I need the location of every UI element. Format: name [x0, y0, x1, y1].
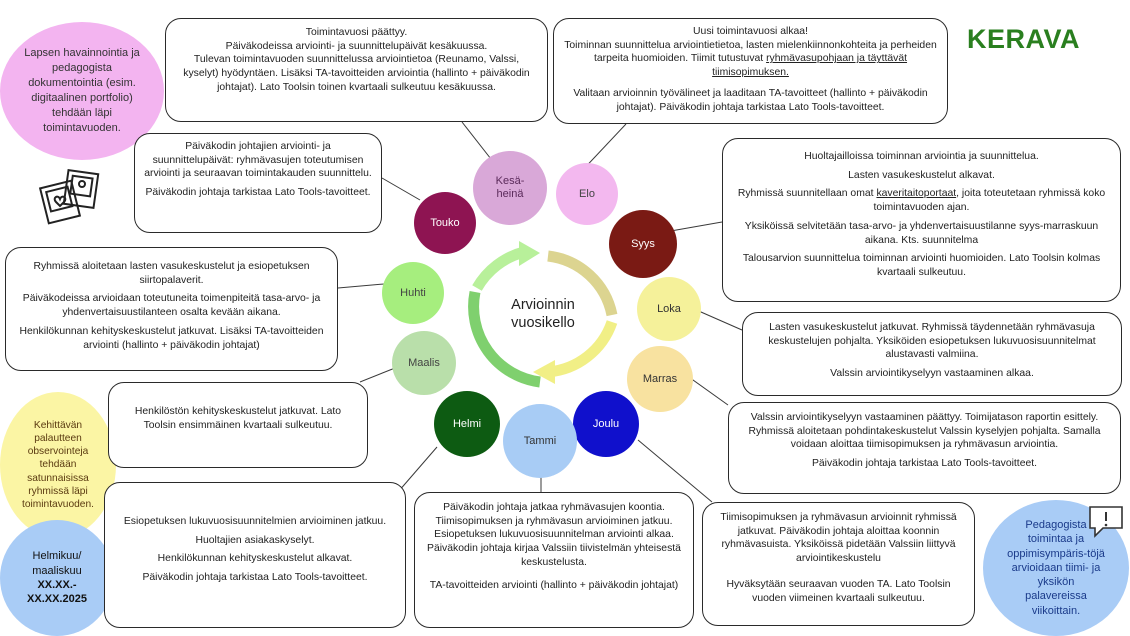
weekly-evaluation-bubble-text: Pedagogista toimintaa ja oppimisympäris-… — [1007, 518, 1105, 617]
box-syys-link-kaveritaitoportaat: kaveritaitoportaat — [876, 188, 957, 200]
month-syys: Syys — [609, 210, 677, 278]
month-tammi-label: Tammi — [523, 434, 557, 447]
box-elo-link-ryhmavasupohja: ryhmävasupohjaan ja täyttävät tiimisopim… — [712, 53, 908, 79]
box-syys-text-3a: Ryhmissä suunnitellaan omat — [737, 188, 877, 200]
month-huhti: Huhti — [382, 262, 444, 324]
box-huhti-text-3: Henkilökunnan kehityskeskustelut jatkuva… — [19, 325, 324, 351]
month-loka-label: Loka — [657, 302, 681, 315]
documentation-bubble-text: Lapsen havainnointia ja pedagogista doku… — [24, 47, 140, 134]
box-elo-text-2: Valitaan arvioinnin työvälineet ja laadi… — [573, 87, 928, 113]
box-syys-text-4: Yksiköissä selvitetään tasa-arvo- ja yhd… — [744, 220, 1099, 246]
box-huhti-text-2: Päiväkodeissa arvioidaan toteutuneita to… — [22, 293, 321, 319]
box-helmi-text-3: Henkilökunnan kehityskeskustelut alkavat… — [157, 553, 353, 565]
month-elo: Elo — [556, 163, 618, 225]
box-syys-text-2: Lasten vasukeskustelut alkavat. — [848, 169, 995, 181]
box-helmi: Esiopetuksen lukuvuosisuunnitelmien arvi… — [104, 482, 406, 628]
box-joulu-text-2: Hyväksytään seuraavan vuoden TA. Lato To… — [726, 578, 951, 604]
month-joulu: Joulu — [573, 391, 639, 457]
box-kesaheina: Toimintavuosi päättyy. Päiväkodeissa arv… — [165, 18, 548, 122]
box-tammi-text-2: TA-tavoitteiden arviointi (hallinto + pä… — [429, 579, 679, 591]
kerava-logo: KERAVA — [967, 24, 1081, 54]
box-touko-text-2: Päiväkodin johtaja tarkistaa Lato Tools-… — [145, 187, 371, 199]
month-touko: Touko — [414, 192, 476, 254]
box-maalis-text-1: Henkilöstön kehityskeskustelut jatkuvat.… — [134, 406, 342, 431]
box-marras-text-2: Päiväkodin johtaja tarkistaa Lato Tools-… — [811, 458, 1038, 470]
month-maalis-label: Maalis — [408, 356, 440, 369]
box-maalis: Henkilöstön kehityskeskustelut jatkuvat.… — [108, 382, 368, 468]
box-helmi-text-1: Esiopetuksen lukuvuosisuunnitelmien arvi… — [123, 516, 387, 527]
box-huhti: Ryhmissä aloitetaan lasten vasukeskustel… — [5, 247, 338, 371]
month-helmi-label: Helmi — [452, 417, 482, 430]
month-loka: Loka — [637, 277, 701, 341]
month-touko-label: Touko — [430, 216, 460, 229]
box-helmi-text-4: Päiväkodin johtaja tarkistaa Lato Tools-… — [142, 572, 368, 584]
box-loka-text-1: Lasten vasukeskustelut jatkuvat. Ryhmiss… — [768, 322, 1096, 361]
month-tammi: Tammi — [503, 404, 577, 478]
survey-date-line2: maaliskuu — [32, 564, 82, 577]
month-marras: Marras — [627, 346, 693, 412]
month-maalis: Maalis — [392, 331, 456, 395]
box-syys: Huoltajailloissa toiminnan arviointia ja… — [722, 138, 1121, 302]
box-elo: Uusi toimintavuosi alkaa! Toiminnan suun… — [553, 18, 948, 124]
box-loka-text-2: Valssin arviointikyselyyn vastaaminen al… — [830, 368, 1034, 380]
observation-bubble-text: Kehittävän palautteen observointeja tehd… — [22, 419, 94, 511]
month-huhti-label: Huhti — [400, 286, 426, 299]
observation-bubble: Kehittävän palautteen observointeja tehd… — [0, 392, 116, 538]
box-elo-text-1: Uusi toimintavuosi alkaa! Toiminnan suun… — [563, 25, 938, 80]
box-syys-text-1: Huoltajailloissa toiminnan arviointia ja… — [804, 151, 1039, 162]
box-loka: Lasten vasukeskustelut jatkuvat. Ryhmiss… — [742, 312, 1122, 396]
month-kesaheina: Kesä- heinä — [473, 151, 547, 225]
center-title-line1: Arvioinnin — [511, 297, 575, 313]
box-marras-text-1: Valssin arviointikyselyyn vastaaminen pä… — [748, 412, 1101, 451]
box-elo-text-1a: Uusi toimintavuosi alkaa! Toiminnan suun… — [564, 26, 937, 65]
box-helmi-text-2: Huoltajien asiakaskyselyt. — [195, 534, 315, 546]
box-tammi: Päiväkodin johtaja jatkaa ryhmävasujen k… — [414, 492, 694, 628]
month-kesaheina-label: Kesä- heinä — [495, 175, 525, 200]
box-marras: Valssin arviointikyselyyn vastaaminen pä… — [728, 402, 1121, 494]
box-tammi-text-1: Päiväkodin johtaja jatkaa ryhmävasujen k… — [427, 502, 681, 568]
center-title-line2: vuosikello — [511, 315, 575, 332]
box-syys-text-5: Talousarvion suunnittelua toiminnan arvi… — [742, 253, 1101, 279]
photo-gallery-icon — [38, 166, 104, 230]
month-syys-label: Syys — [631, 237, 655, 250]
month-marras-label: Marras — [642, 372, 678, 385]
month-joulu-label: Joulu — [592, 417, 620, 430]
box-joulu-text-1: Tiimisopimuksen ja ryhmävasun arvioinnit… — [720, 512, 957, 565]
weekly-evaluation-bubble: Pedagogista toimintaa ja oppimisympäris-… — [983, 500, 1129, 636]
documentation-bubble: Lapsen havainnointia ja pedagogista doku… — [0, 22, 164, 160]
month-elo-label: Elo — [579, 187, 595, 200]
survey-date-line1: Helmikuu/ — [32, 550, 82, 563]
month-helmi: Helmi — [434, 391, 500, 457]
box-syys-text-3: Ryhmissä suunnitellaan omat kaveritaitop… — [732, 187, 1111, 214]
speech-exclamation-icon — [1087, 504, 1125, 540]
survey-date-bubble: Helmikuu/ maaliskuu XX.XX.- XX.XX.2025 — [0, 520, 114, 636]
box-joulu: Tiimisopimuksen ja ryhmävasun arvioinnit… — [702, 502, 975, 626]
box-huhti-text-1: Ryhmissä aloitetaan lasten vasukeskustel… — [33, 261, 310, 286]
box-syys-text-3b: , joita toteutetaan ryhmissä koko toimin… — [873, 188, 1106, 214]
box-kesaheina-text: Toimintavuosi päättyy. Päiväkodeissa arv… — [183, 27, 530, 93]
box-touko-text-1: Päiväkodin johtajien arviointi- ja suunn… — [144, 141, 372, 180]
survey-date-line3: XX.XX.- — [37, 579, 77, 591]
box-touko: Päiväkodin johtajien arviointi- ja suunn… — [134, 133, 382, 233]
survey-date-line4: XX.XX.2025 — [27, 593, 87, 606]
center-title: Arvioinnin vuosikello — [488, 296, 598, 332]
